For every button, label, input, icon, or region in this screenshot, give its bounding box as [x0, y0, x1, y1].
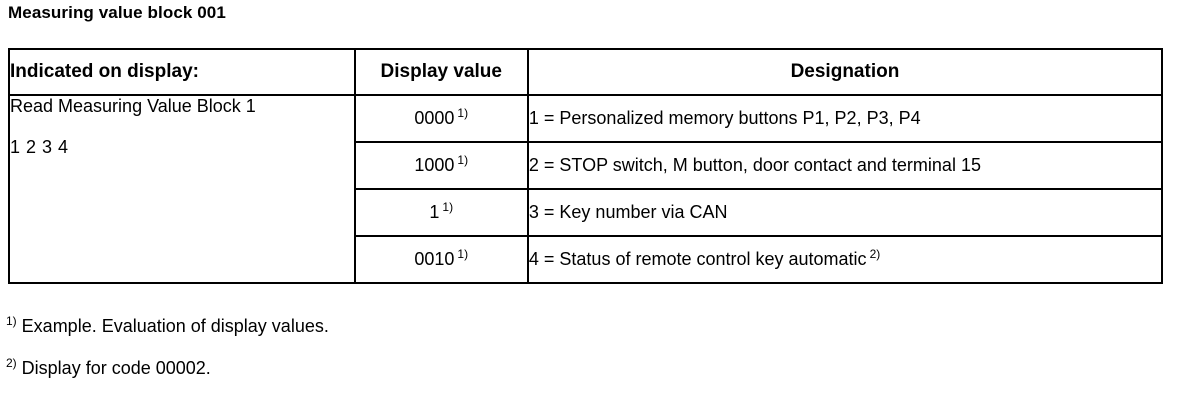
footnote-item: 1) Example. Evaluation of display values.: [6, 314, 1006, 336]
designation-text: 2 = STOP switch, M button, door contact …: [528, 155, 981, 175]
measuring-value-block-table: Indicated on display: Display value Desi…: [8, 48, 1164, 284]
table-row: Read Measuring Value Block 1 1 2 3 4 000…: [8, 94, 1164, 284]
footnote-marker: 2): [6, 356, 17, 370]
footnote-text: Example. Evaluation of display values.: [21, 316, 329, 336]
display-value-text: 1: [429, 202, 440, 222]
display-value-text: 0000: [414, 108, 455, 128]
footnote-marker: 1): [457, 106, 469, 120]
footnote-marker: 1): [457, 153, 469, 167]
footnote-text: Display for code 00002.: [21, 358, 211, 378]
designation-cell: 2 = STOP switch, M button, door contact …: [526, 141, 1164, 190]
footnote-marker: 1): [6, 314, 17, 328]
indicated-line-1: Read Measuring Value Block 1: [10, 96, 256, 116]
footnote-marker: 1): [457, 247, 469, 261]
indicated-on-display-cell: Read Measuring Value Block 1 1 2 3 4: [8, 94, 356, 284]
column-header-display-value: Display value: [353, 48, 529, 96]
table-header-row: Indicated on display: Display value Desi…: [8, 48, 1164, 96]
column-header-designation: Designation: [526, 48, 1164, 96]
column-header-indicated-on-display: Indicated on display:: [8, 48, 356, 96]
footnote-marker: 2): [869, 247, 881, 261]
designation-text: 3 = Key number via CAN: [528, 202, 728, 222]
footnote-item: 2) Display for code 00002.: [6, 356, 1006, 378]
display-value-text: 1000: [414, 155, 455, 175]
page-title: Measuring value block 001: [8, 3, 226, 22]
designation-cell: 3 = Key number via CAN: [526, 188, 1164, 237]
footnotes-section: 1) Example. Evaluation of display values.…: [6, 314, 1006, 400]
designation-text: 4 = Status of remote control key automat…: [528, 249, 867, 269]
display-value-text: 0010: [414, 249, 455, 269]
designation-cell: 4 = Status of remote control key automat…: [526, 235, 1164, 284]
designation-cell: 1 = Personalized memory buttons P1, P2, …: [526, 94, 1164, 143]
indicated-line-2: 1 2 3 4: [10, 137, 69, 157]
designation-text: 1 = Personalized memory buttons P1, P2, …: [528, 108, 921, 128]
footnote-marker: 1): [442, 200, 454, 214]
